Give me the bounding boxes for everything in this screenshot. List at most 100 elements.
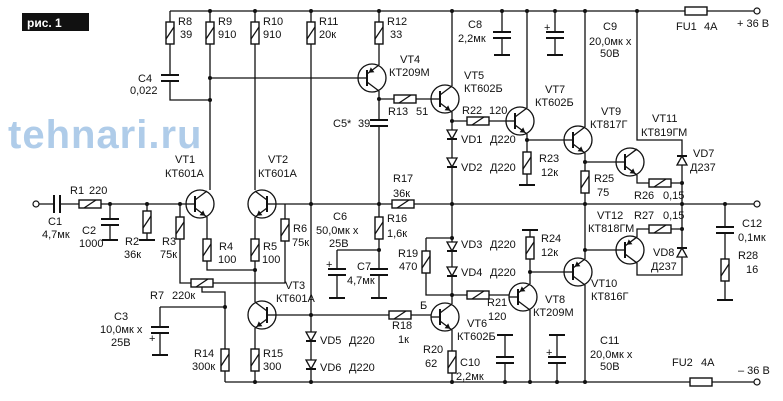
resistor-r26 bbox=[648, 178, 672, 188]
c9-value-label: 20,0мк x bbox=[589, 36, 632, 48]
resistor-r13 bbox=[393, 94, 417, 104]
diode-vd1 bbox=[445, 129, 459, 141]
diode-vd2 bbox=[445, 157, 459, 169]
junction-dot bbox=[680, 181, 684, 185]
transistor-vt6 bbox=[430, 302, 460, 332]
junction-dot bbox=[377, 97, 381, 101]
vt4-ref-label: VT4 bbox=[400, 54, 420, 66]
capacitor-c5 bbox=[370, 119, 388, 127]
plus-sign: + bbox=[149, 333, 155, 345]
resistor-r28 bbox=[720, 258, 730, 282]
emitter-arrow bbox=[577, 146, 584, 152]
r19-ref-label: R19 bbox=[398, 248, 418, 260]
junction-dot bbox=[309, 9, 313, 13]
vt6-ref-label: VT6 bbox=[467, 318, 487, 330]
junction-dot bbox=[500, 9, 504, 13]
r8-value-label: 39 bbox=[180, 29, 192, 41]
c1-value-label: 4,7мк bbox=[42, 229, 70, 241]
emitter-arrow bbox=[626, 239, 633, 245]
r28-value-label: 16 bbox=[746, 264, 758, 276]
junction-dot bbox=[553, 9, 557, 13]
transistor-vt2 bbox=[247, 189, 277, 219]
r21-ref-label: R21 bbox=[487, 297, 507, 309]
vd1-type-label: Д220 bbox=[490, 134, 516, 146]
c11-ref-label: C11 bbox=[600, 335, 619, 347]
r25-value-label: 75 bbox=[597, 187, 609, 199]
r9-ref-label: R9 bbox=[218, 16, 232, 28]
junction-dot bbox=[583, 160, 587, 164]
junction-dot bbox=[309, 202, 313, 206]
junction-dot bbox=[145, 202, 149, 206]
r1-ref-label: R1 bbox=[70, 185, 84, 197]
junction-dot bbox=[583, 248, 587, 252]
vt10-ref-label: VT10 bbox=[591, 278, 617, 290]
r2-value-label: 36к bbox=[124, 249, 141, 261]
vd4-type-label: Д220 bbox=[490, 267, 516, 279]
vd7-type-label: Д237 bbox=[690, 162, 716, 174]
vd1-ref-label: VD1 bbox=[461, 134, 482, 146]
c6-value-label: 50,0мк x bbox=[316, 225, 359, 237]
labels: R839R9910R10910R1120кR1233C40,022C5*39R1… bbox=[42, 16, 770, 383]
transistor-vt12 bbox=[615, 235, 645, 265]
resistor-r23 bbox=[522, 151, 532, 175]
capacitor-c9: + bbox=[544, 22, 564, 39]
junction-dot bbox=[377, 248, 381, 252]
terminal bbox=[32, 200, 40, 208]
junction-dot bbox=[108, 202, 112, 206]
capacitor-c12 bbox=[716, 226, 734, 234]
capacitor-c3: + bbox=[149, 326, 169, 345]
resistor-r11 bbox=[306, 21, 316, 45]
junction-dot bbox=[450, 236, 454, 240]
resistor-r2 bbox=[142, 210, 152, 234]
r16-ref-label: R16 bbox=[387, 213, 407, 225]
junction-dot bbox=[583, 9, 587, 13]
transistor-vt7 bbox=[505, 106, 535, 136]
junction-dot bbox=[583, 202, 587, 206]
r15-value-label: 300 bbox=[263, 361, 281, 373]
r12-value-label: 33 bbox=[390, 29, 402, 41]
transistor-vt9 bbox=[563, 125, 593, 155]
r1-value-label: 220 bbox=[89, 185, 107, 197]
wire bbox=[179, 204, 286, 284]
c12-ref-label: C12 bbox=[742, 218, 762, 230]
c9-ref-label: C9 bbox=[603, 21, 617, 33]
c3-ref-label: C3 bbox=[114, 311, 128, 323]
vt11-type-label: КТ819ГМ bbox=[641, 127, 687, 139]
vd6-ref-label: VD6 bbox=[320, 362, 341, 374]
junction-dot bbox=[723, 202, 727, 206]
figure-label-box bbox=[22, 13, 89, 31]
junction-dot bbox=[208, 76, 212, 80]
r23-value-label: 12к bbox=[541, 167, 558, 179]
r9-value-label: 910 bbox=[218, 29, 236, 41]
r24-value-label: 12к bbox=[541, 247, 558, 259]
r14-value-label: 300к bbox=[192, 361, 215, 373]
junction-dot bbox=[208, 98, 212, 102]
resistor-r14 bbox=[220, 348, 230, 372]
terminal bbox=[753, 7, 761, 15]
c7-value-label: 4,7мк bbox=[347, 275, 375, 287]
vt2-type-label: КТ601А bbox=[258, 168, 297, 180]
junction-dot bbox=[223, 305, 227, 309]
junction-dot bbox=[525, 138, 529, 142]
r27-value-label: 0,15 bbox=[663, 210, 684, 222]
capacitor-c2 bbox=[101, 218, 119, 226]
r6-ref-label: R6 bbox=[293, 223, 307, 235]
potentiometer-r7 bbox=[190, 278, 214, 288]
c11-rating-label: 50В bbox=[600, 361, 620, 373]
potentiometer-r19 bbox=[421, 250, 431, 274]
resistor-r27 bbox=[648, 224, 672, 234]
diode-vd3 bbox=[445, 241, 459, 253]
junction-dot bbox=[253, 268, 257, 272]
fuse-fu2 bbox=[689, 377, 713, 387]
capacitor-c8 bbox=[493, 31, 511, 39]
junction-dot bbox=[450, 202, 454, 206]
components: ++++ bbox=[32, 6, 761, 387]
r13-value-label: 51 bbox=[416, 106, 428, 118]
vd8-type-label: Д237 bbox=[651, 261, 677, 273]
c8-value-label: 2,2мк bbox=[458, 33, 486, 45]
junction-dot bbox=[377, 9, 381, 13]
watermark: tehnari.ru bbox=[8, 113, 202, 157]
r21-value-label: 120 bbox=[488, 311, 506, 323]
vt8-type-label: КТ209М bbox=[533, 307, 574, 319]
resistor-r3 bbox=[175, 216, 185, 240]
